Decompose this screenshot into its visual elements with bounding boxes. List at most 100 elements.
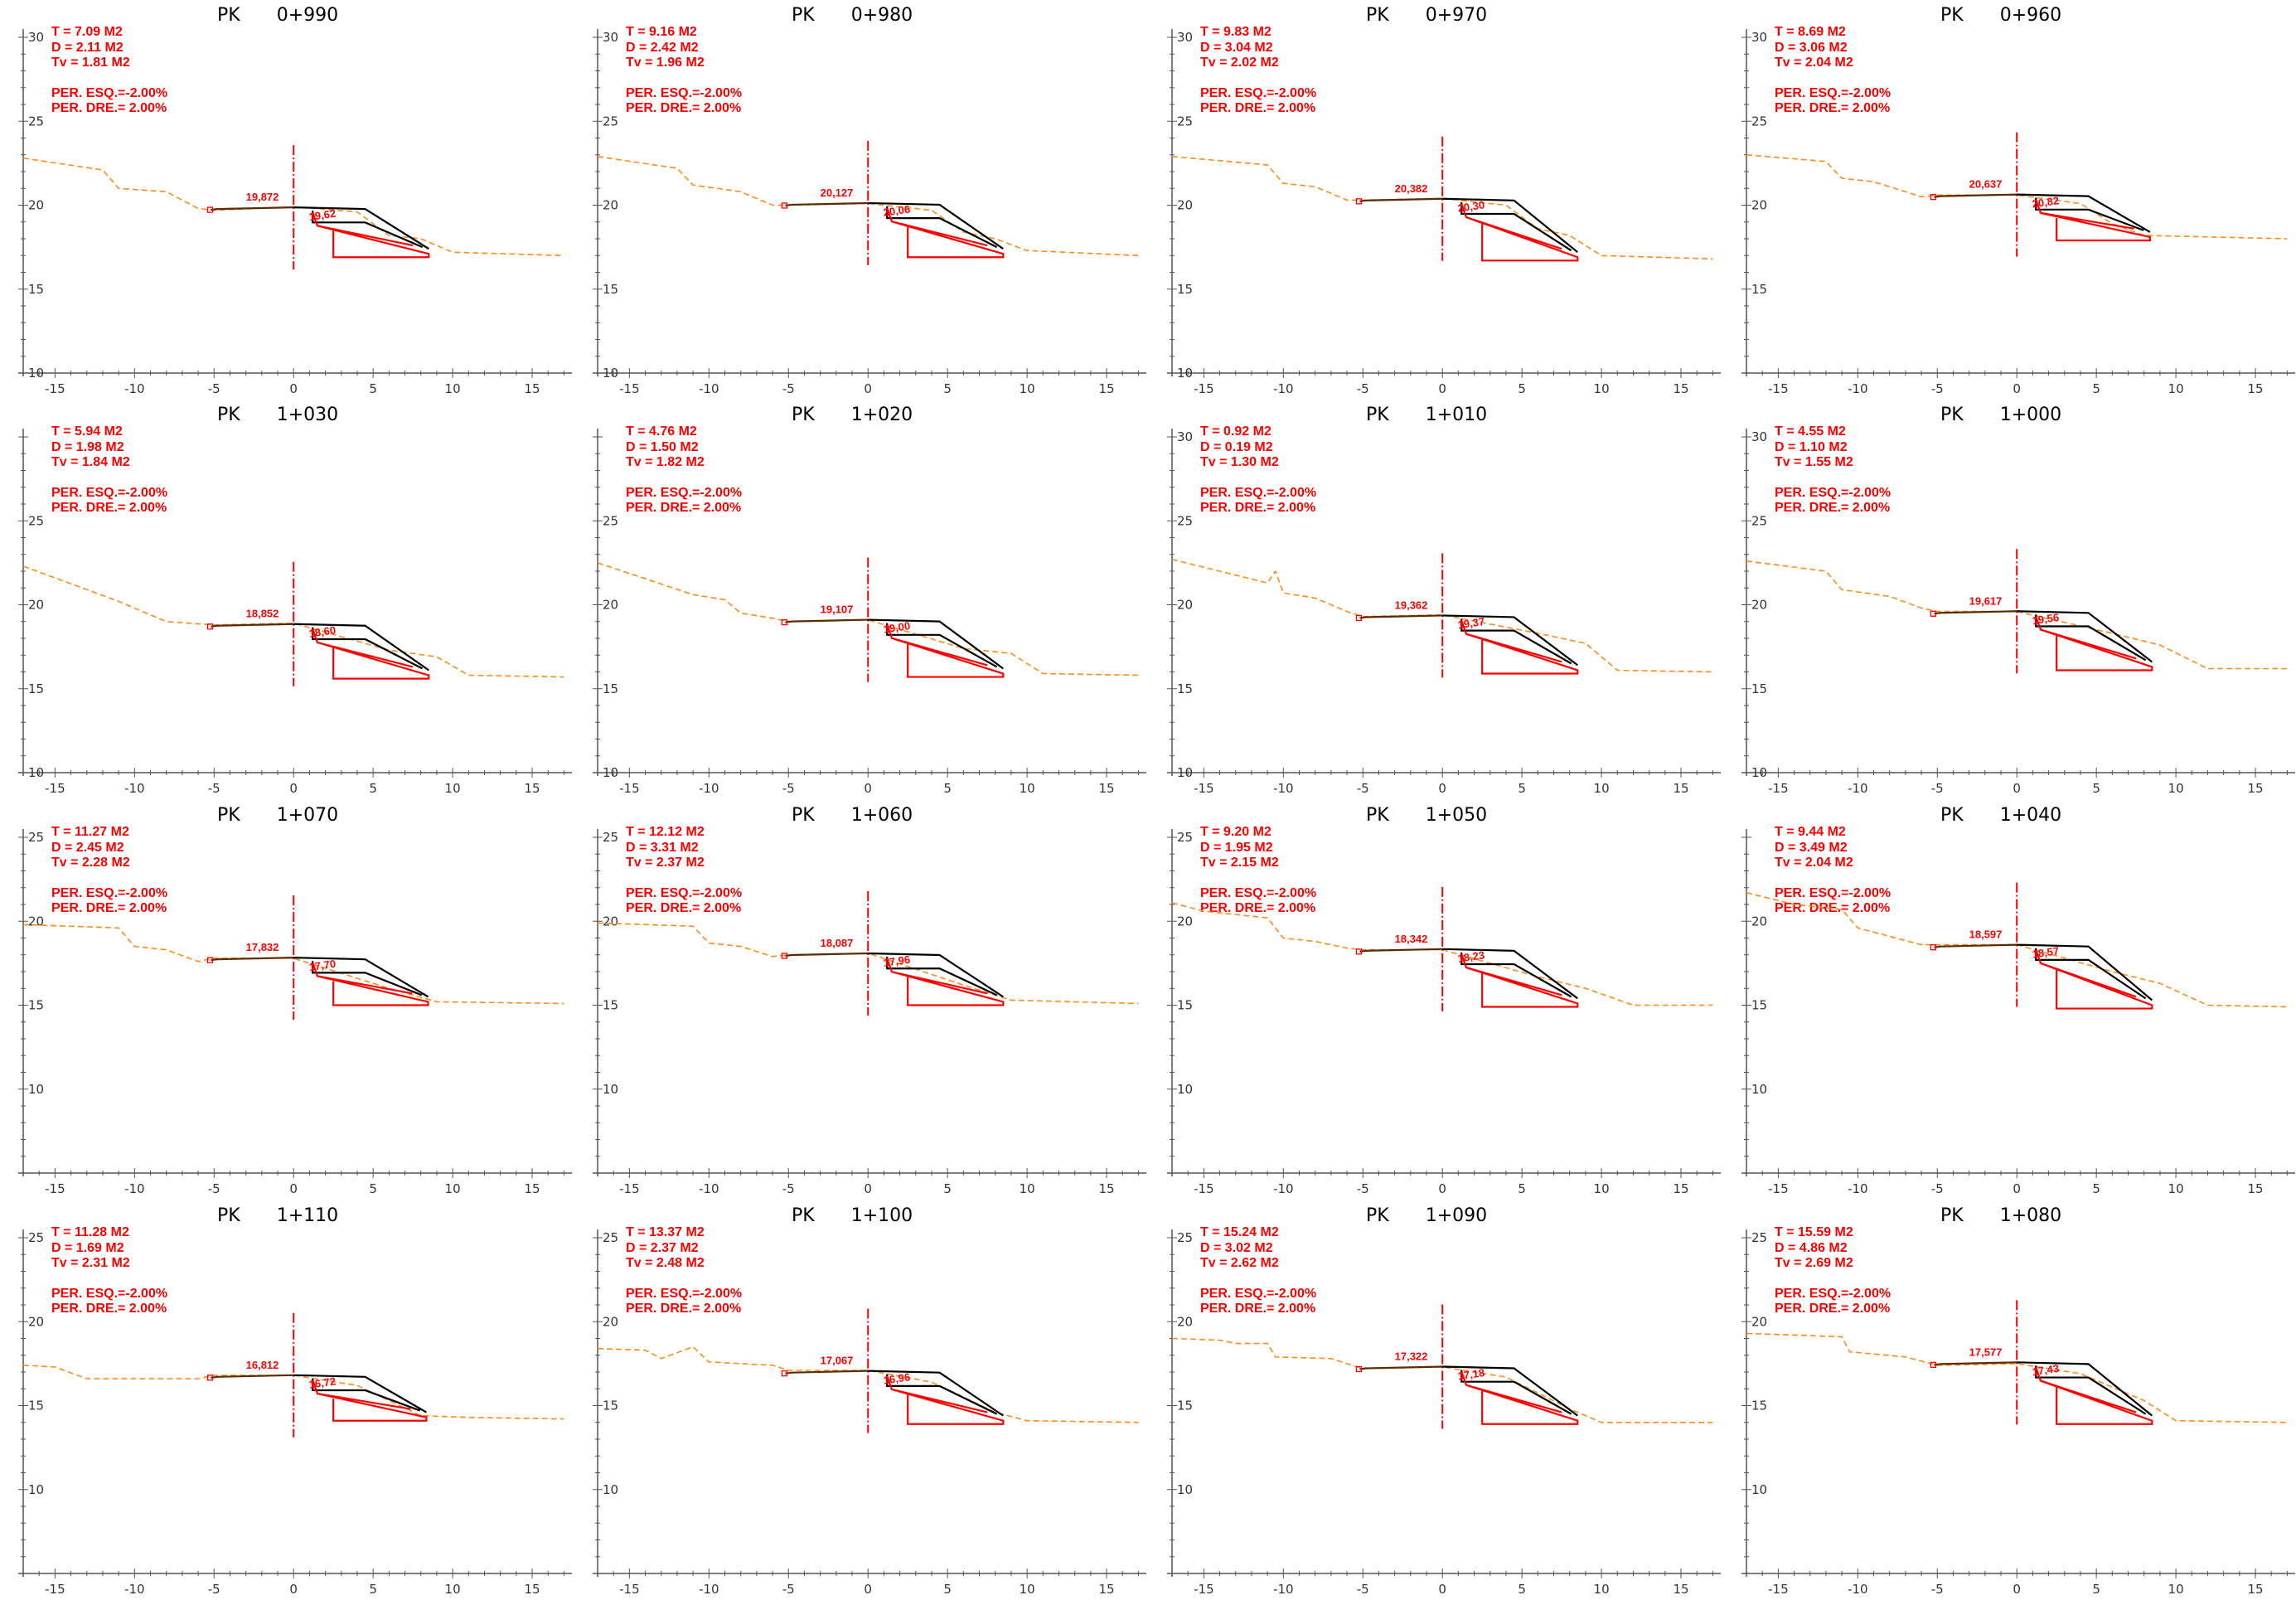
y-tick-label: 20 [28, 598, 44, 613]
area-t: T = 12.12 M2 [626, 825, 705, 839]
x-tick-label: 5 [943, 1181, 952, 1196]
terrain-line [22, 924, 564, 1005]
station-value: 1+010 [1425, 405, 1488, 425]
y-tick-label: 30 [603, 30, 618, 45]
x-tick-label: 0 [2013, 781, 2021, 796]
edge-marker [781, 202, 788, 209]
slope-right: PER. DRE.= 2.00% [51, 901, 167, 915]
y-tick-label: 15 [1751, 282, 1767, 297]
area-d: D = 2.45 M2 [51, 840, 124, 855]
platform-outline [1442, 1365, 1578, 1417]
x-tick-label: -5 [1931, 1582, 1944, 1597]
terrain-line [1171, 902, 1713, 1006]
x-tick-label: -15 [45, 1582, 65, 1597]
y-tick-label: 20 [1177, 198, 1193, 213]
edge-marker [206, 957, 214, 963]
shoulder-elevation-label: 18,57 [2032, 944, 2060, 960]
station-prefix: PK [792, 5, 815, 26]
x-tick-label: -10 [1273, 781, 1294, 796]
station-prefix: PK [1366, 1205, 1389, 1226]
platform-outline [2017, 193, 2151, 233]
x-tick-label: 10 [2168, 781, 2184, 796]
area-tv: Tv = 2.31 M2 [51, 1256, 130, 1270]
x-tick-label: 15 [1673, 781, 1688, 796]
x-tick-label: 5 [943, 381, 952, 396]
x-tick-label: 0 [289, 381, 298, 396]
area-d: D = 1.50 M2 [626, 439, 699, 454]
y-tick-label: 10 [1177, 1482, 1193, 1497]
x-tick-label: -5 [1357, 1181, 1369, 1196]
x-tick-label: 5 [369, 1181, 377, 1196]
x-tick-label: 5 [1518, 781, 1526, 796]
platform-outline [868, 201, 1004, 250]
y-tick-label: 15 [1177, 1399, 1193, 1413]
area-d: D = 3.06 M2 [1775, 40, 1848, 55]
y-tick-label: 10 [1751, 765, 1767, 780]
x-tick-label: -10 [1273, 381, 1294, 396]
x-tick-label: 5 [943, 781, 952, 796]
x-tick-label: -10 [699, 781, 719, 796]
x-tick-label: 15 [1098, 1582, 1114, 1597]
x-tick-label: -10 [124, 1582, 145, 1597]
area-tv: Tv = 1.55 M2 [1775, 455, 1853, 469]
area-d: D = 2.42 M2 [626, 40, 699, 55]
x-tick-label: 10 [1020, 1582, 1035, 1597]
y-tick-label: 10 [1177, 366, 1193, 381]
y-tick-label: 10 [28, 1482, 44, 1497]
y-tick-label: 15 [1177, 998, 1193, 1013]
slope-right: PER. DRE.= 2.00% [626, 101, 742, 115]
platform-outline [1442, 197, 1578, 254]
fill-slope [2035, 1367, 2153, 1425]
y-tick-label: 20 [603, 1314, 618, 1329]
slope-left: PER. ESQ.=-2.00% [1775, 85, 1892, 100]
x-tick-label: -15 [619, 1582, 640, 1597]
area-tv: Tv = 1.81 M2 [51, 56, 130, 70]
x-tick-label: -5 [782, 381, 795, 396]
station-value: 1+020 [850, 405, 913, 425]
x-tick-label: -5 [1357, 381, 1369, 396]
x-tick-label: 15 [1673, 381, 1688, 396]
area-d: D = 2.11 M2 [51, 40, 124, 55]
x-tick-label: 0 [2013, 381, 2021, 396]
y-tick-label: 10 [28, 1082, 44, 1097]
y-tick-label: 20 [1177, 914, 1193, 928]
area-t: T = 11.27 M2 [51, 825, 129, 839]
y-tick-label: 25 [28, 513, 44, 528]
x-tick-label: 10 [2168, 1181, 2184, 1196]
edge-marker [1355, 198, 1363, 205]
area-d: D = 1.69 M2 [51, 1240, 124, 1255]
x-tick-label: 5 [2092, 1181, 2100, 1196]
x-tick-label: 5 [1518, 1181, 1526, 1196]
x-tick-label: -5 [782, 1181, 795, 1196]
slope-left: PER. ESQ.=-2.00% [626, 485, 743, 500]
slope-left: PER. ESQ.=-2.00% [1775, 1286, 1892, 1301]
shoulder-elevation-label: 17,43 [2032, 1362, 2060, 1378]
edge-marker [1930, 944, 1937, 951]
x-tick-label: 10 [1594, 381, 1610, 396]
axis-elevation-label: 19,107 [821, 604, 854, 616]
axis-elevation-label: 17,832 [246, 941, 279, 953]
fill-slope [312, 962, 429, 1006]
y-tick-label: 15 [1751, 1399, 1767, 1413]
pavement-left [1359, 197, 1443, 202]
area-d: D = 3.04 M2 [1200, 40, 1273, 55]
platform-outline [2017, 943, 2153, 1001]
slope-right: PER. DRE.= 2.00% [626, 501, 742, 515]
shoulder-elevation-label: 19,00 [883, 619, 911, 635]
x-tick-label: -15 [1194, 1582, 1214, 1597]
